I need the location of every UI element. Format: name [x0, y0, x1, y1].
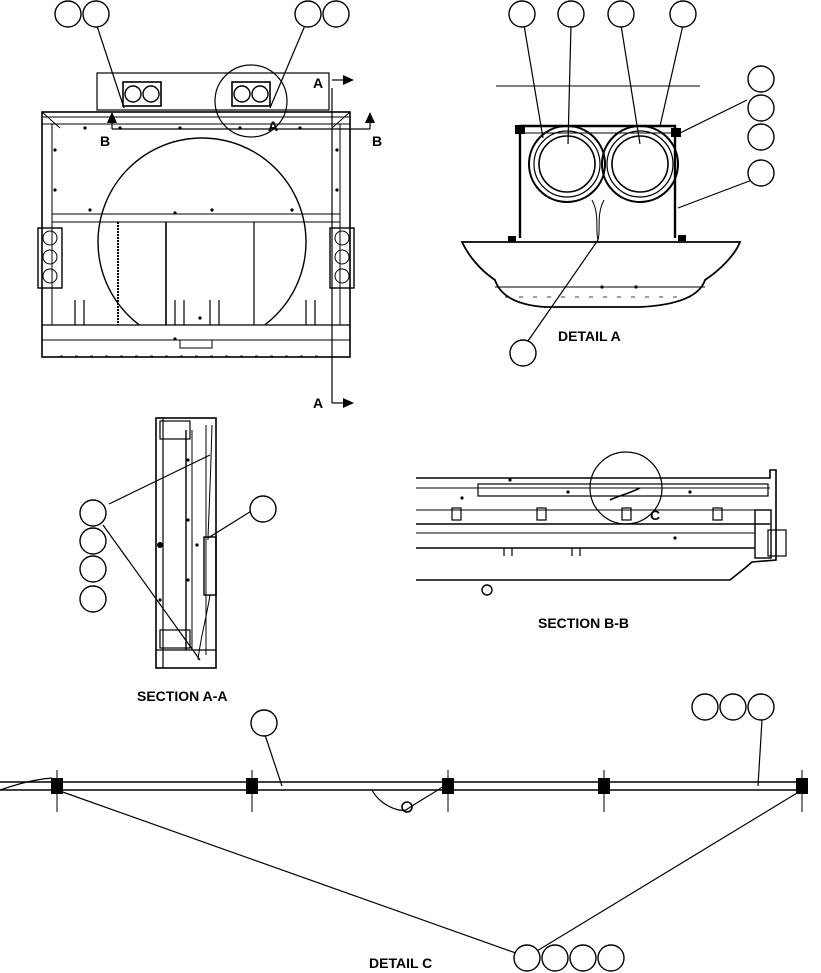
cut-b-right: B: [372, 133, 382, 149]
cut-a-top: A: [313, 75, 323, 91]
callout-balloons: [54, 0, 775, 972]
detail-c-marker: C: [650, 507, 660, 523]
section-bb-view: C SECTION B-B: [416, 451, 787, 631]
cut-a-bottom: A: [313, 395, 323, 411]
detail-a-marker: A: [268, 118, 278, 134]
section-aa-view: SECTION A-A: [102, 417, 254, 704]
detail-c-title: DETAIL C: [369, 955, 432, 971]
section-bb-title: SECTION B-B: [538, 615, 629, 631]
front-view: A A A B B: [37, 22, 382, 411]
section-aa-title: SECTION A-A: [137, 688, 227, 704]
detail-a-title: DETAIL A: [558, 328, 621, 344]
detail-c-view: DETAIL C: [0, 719, 808, 971]
detail-a-view: DETAIL A: [460, 24, 753, 344]
cut-b-left: B: [100, 133, 110, 149]
